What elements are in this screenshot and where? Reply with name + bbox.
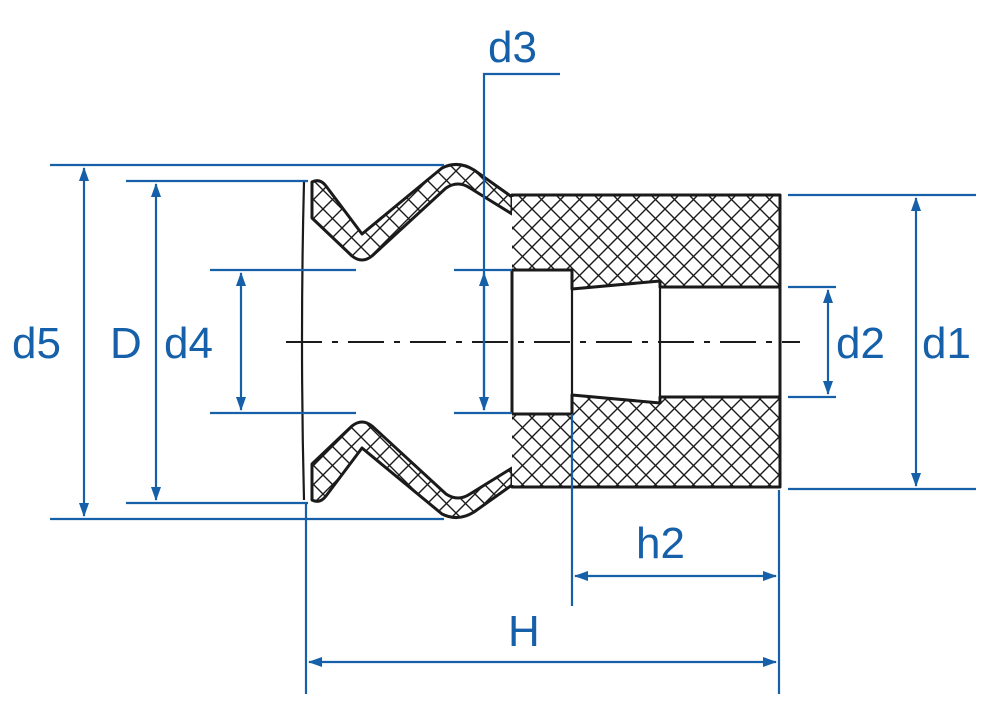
dimensions: d5 D d4 d3 d2 d1 h2 H bbox=[12, 23, 976, 694]
lip-front-edge bbox=[300, 181, 306, 501]
dim-d1-label: d1 bbox=[922, 319, 971, 368]
dim-d5-label: d5 bbox=[12, 319, 61, 368]
body-outline bbox=[510, 193, 782, 489]
bellows-upper-wall bbox=[310, 163, 514, 262]
dim-h2-label: h2 bbox=[636, 519, 685, 568]
dim-d3-label: d3 bbox=[488, 23, 537, 72]
dim-d4-label: d4 bbox=[164, 319, 213, 368]
part-body bbox=[286, 163, 800, 519]
body-upper-hatch bbox=[512, 195, 780, 289]
bore-outline bbox=[510, 268, 780, 416]
dim-d2-label: d2 bbox=[836, 319, 885, 368]
dim-H-label: H bbox=[508, 607, 540, 656]
bellows-lower-wall bbox=[310, 420, 514, 519]
body-lower-hatch bbox=[512, 395, 780, 487]
dim-D-label: D bbox=[110, 319, 142, 368]
